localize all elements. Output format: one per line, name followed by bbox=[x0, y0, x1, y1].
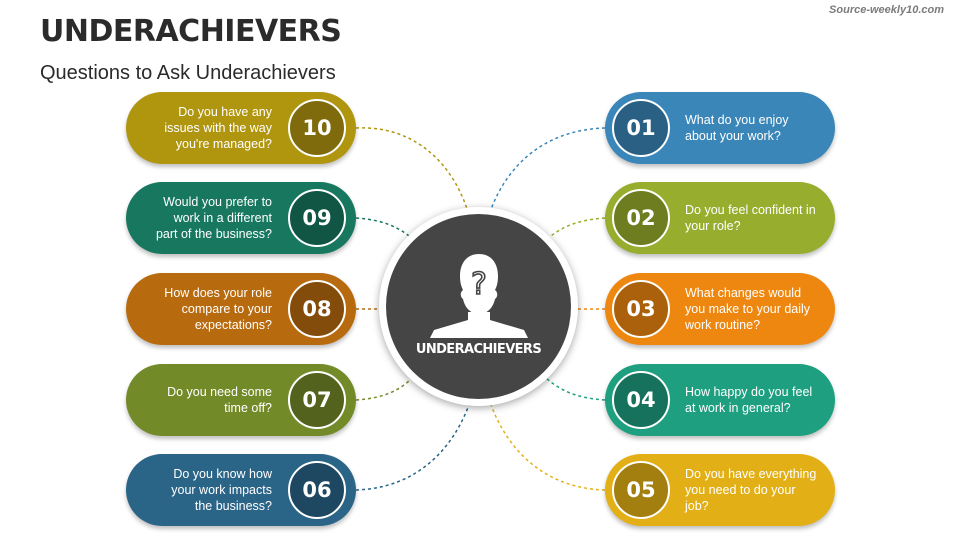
number-badge: 10 bbox=[288, 99, 346, 157]
question-text: Do you have any issues with the way you'… bbox=[164, 105, 272, 151]
question-text: Would you prefer to work in a different … bbox=[155, 195, 272, 241]
hub-label: UNDERACHIEVERS bbox=[415, 342, 542, 357]
source-credit: Source-weekly10.com bbox=[829, 4, 944, 16]
question-text: How does your role compare to your expec… bbox=[164, 286, 272, 332]
question-pill-05: 05 Do you have everything you need to do… bbox=[605, 454, 835, 526]
number-badge: 02 bbox=[612, 189, 670, 247]
question-text: Do you feel confident in your role? bbox=[685, 203, 816, 233]
question-text: What changes would you make to your dail… bbox=[685, 286, 811, 332]
number-badge: 03 bbox=[612, 280, 670, 338]
page-subtitle: Questions to Ask Underachievers bbox=[40, 62, 336, 84]
connector-10 bbox=[355, 127, 469, 213]
number-badge: 06 bbox=[288, 461, 346, 519]
question-pill-07: Do you need some time off? 07 bbox=[126, 364, 356, 436]
question-pill-09: Would you prefer to work in a different … bbox=[126, 182, 356, 254]
number-badge: 05 bbox=[612, 461, 670, 519]
question-pill-01: 01 What do you enjoy about your work? bbox=[605, 92, 835, 164]
connector-07 bbox=[355, 377, 413, 401]
question-pill-04: 04 How happy do you feel at work in gene… bbox=[605, 364, 835, 436]
connector-05 bbox=[489, 401, 606, 491]
svg-text:?: ? bbox=[471, 267, 487, 302]
number-badge: 04 bbox=[612, 371, 670, 429]
connector-04 bbox=[545, 377, 606, 401]
page-title: UNDERACHIEVERS bbox=[40, 14, 342, 49]
connector-02 bbox=[545, 217, 606, 241]
number-badge: 09 bbox=[288, 189, 346, 247]
connector-06 bbox=[355, 401, 471, 491]
question-pill-02: 02 Do you feel confident in your role? bbox=[605, 182, 835, 254]
number-badge: 08 bbox=[288, 280, 346, 338]
question-text: What do you enjoy about your work? bbox=[685, 113, 789, 143]
connector-09 bbox=[355, 217, 415, 241]
question-pill-10: Do you have any issues with the way you'… bbox=[126, 92, 356, 164]
question-pill-06: Do you know how your work impacts the bu… bbox=[126, 454, 356, 526]
connector-01 bbox=[489, 127, 606, 213]
question-text: Do you need some time off? bbox=[167, 385, 272, 415]
question-text: How happy do you feel at work in general… bbox=[685, 385, 813, 415]
question-pill-03: 03 What changes would you make to your d… bbox=[605, 273, 835, 345]
number-badge: 01 bbox=[612, 99, 670, 157]
question-text: Do you have everything you need to do yo… bbox=[685, 467, 817, 513]
person-question-icon: ? bbox=[430, 254, 528, 338]
question-text: Do you know how your work impacts the bu… bbox=[171, 467, 272, 513]
number-badge: 07 bbox=[288, 371, 346, 429]
question-pill-08: How does your role compare to your expec… bbox=[126, 273, 356, 345]
